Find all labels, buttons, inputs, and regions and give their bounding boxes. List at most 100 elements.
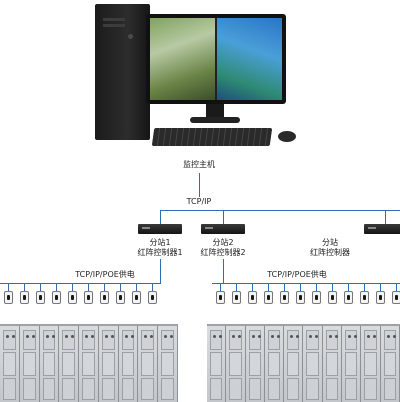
host-label: 监控主机 — [183, 160, 215, 169]
sensor-wire — [396, 283, 397, 291]
sensor-wire — [332, 283, 333, 291]
sensor-wire — [104, 283, 105, 291]
cabinet-panel — [361, 326, 381, 402]
cabinet-door — [364, 378, 377, 400]
indicator-lamp-icon — [213, 335, 216, 338]
temperature-sensor-icon — [296, 291, 305, 304]
sensor-wire — [88, 283, 89, 291]
cabinet-panel — [19, 326, 40, 402]
temperature-sensor-icon — [132, 291, 141, 304]
cabinet-door — [101, 352, 115, 376]
indicator-lamp-icon — [238, 335, 242, 338]
indicator-lamp-icon — [232, 335, 236, 338]
cabinet-panel — [98, 326, 119, 402]
monitor-base — [190, 117, 240, 123]
cabinet-panel — [245, 326, 265, 402]
cabinet-door — [62, 378, 76, 400]
temperature-sensor-icon — [392, 291, 400, 304]
cabinet-door — [3, 330, 16, 350]
cabinet-door — [141, 330, 155, 350]
sensor-wire — [152, 283, 153, 291]
sensor-bus-left — [0, 283, 161, 284]
cabinet-door — [345, 352, 358, 376]
keyboard-icon — [151, 128, 273, 146]
cabinet-panel — [264, 326, 285, 402]
cabinet-door — [229, 330, 242, 350]
cabinet-door — [383, 352, 396, 376]
indicator-lamp-icon — [6, 335, 9, 338]
indicator-lamp-icon — [164, 335, 168, 338]
temperature-sensor-icon — [4, 291, 13, 304]
cabinet-door — [210, 352, 223, 376]
cabinet-panel — [322, 326, 343, 402]
indicator-lamp-icon — [367, 335, 371, 338]
cabinet-door — [345, 378, 358, 400]
indicator-lamp-icon — [328, 335, 332, 338]
cabinet-panel — [0, 326, 20, 402]
cabinet-door — [325, 378, 339, 400]
sensor-wire — [268, 283, 269, 291]
temperature-sensor-icon — [20, 291, 29, 304]
cabinet-door — [306, 378, 319, 400]
drive-bay — [103, 24, 125, 27]
cabinet-door — [248, 352, 261, 376]
drop-line-2 — [223, 210, 224, 224]
indicator-lamp-icon — [392, 335, 396, 338]
camera-view-2 — [217, 18, 282, 100]
temperature-sensor-icon — [312, 291, 321, 304]
temperature-sensor-icon — [360, 291, 369, 304]
indicator-lamp-icon — [130, 335, 134, 338]
indicator-lamp-icon — [31, 335, 35, 338]
sensor-wire — [72, 283, 73, 291]
sensor-wire — [24, 283, 25, 291]
cabinet-door — [345, 330, 358, 350]
indicator-lamp-icon — [170, 335, 174, 338]
sensor-wire — [252, 283, 253, 291]
monitor-screen — [150, 18, 282, 100]
indicator-lamp-icon — [251, 335, 255, 338]
cabinet-door — [364, 352, 377, 376]
indicator-lamp-icon — [51, 335, 55, 338]
cabinet-door — [22, 378, 36, 400]
camera-view-1 — [150, 18, 215, 100]
drop-line-1 — [160, 210, 161, 224]
cabinet-panel — [118, 326, 139, 402]
cabinet-door — [3, 352, 16, 376]
indicator-lamp-icon — [219, 335, 222, 338]
indicator-lamp-icon — [290, 335, 294, 338]
temperature-sensor-icon — [100, 291, 109, 304]
cabinet-door — [287, 330, 300, 350]
cabinet-door — [287, 352, 300, 376]
cabinet-door — [325, 352, 339, 376]
indicator-lamp-icon — [257, 335, 261, 338]
bus-drop-left — [160, 259, 161, 283]
temperature-sensor-icon — [232, 291, 241, 304]
backbone-line — [160, 210, 400, 211]
cabinet-door — [248, 378, 261, 400]
cabinet-door — [42, 378, 56, 400]
controller-2-icon — [201, 224, 245, 234]
cabinet-panel — [59, 326, 80, 402]
indicator-lamp-icon — [71, 335, 75, 338]
controller-1-icon — [138, 224, 182, 234]
sensor-wire — [236, 283, 237, 291]
cabinet-door — [121, 352, 135, 376]
station1-label: 分站1 — [149, 238, 171, 247]
cabinet-door — [161, 378, 175, 400]
cabinet-panel — [380, 326, 400, 402]
cabinet-panel — [207, 326, 227, 402]
indicator-lamp-icon — [110, 335, 114, 338]
temperature-sensor-icon — [280, 291, 289, 304]
station1-controller-label: 红阵控制器1 — [137, 248, 183, 257]
temperature-sensor-icon — [68, 291, 77, 304]
cabinet-door — [62, 330, 76, 350]
cabinet-door — [229, 352, 242, 376]
sensor-wire — [348, 283, 349, 291]
cabinet-panel — [226, 326, 246, 402]
temperature-sensor-icon — [328, 291, 337, 304]
cabinet-panel — [158, 326, 179, 402]
drive-bay — [103, 18, 125, 21]
cabinet-panel — [79, 326, 99, 402]
temperature-sensor-icon — [116, 291, 125, 304]
cabinet-door — [62, 352, 76, 376]
